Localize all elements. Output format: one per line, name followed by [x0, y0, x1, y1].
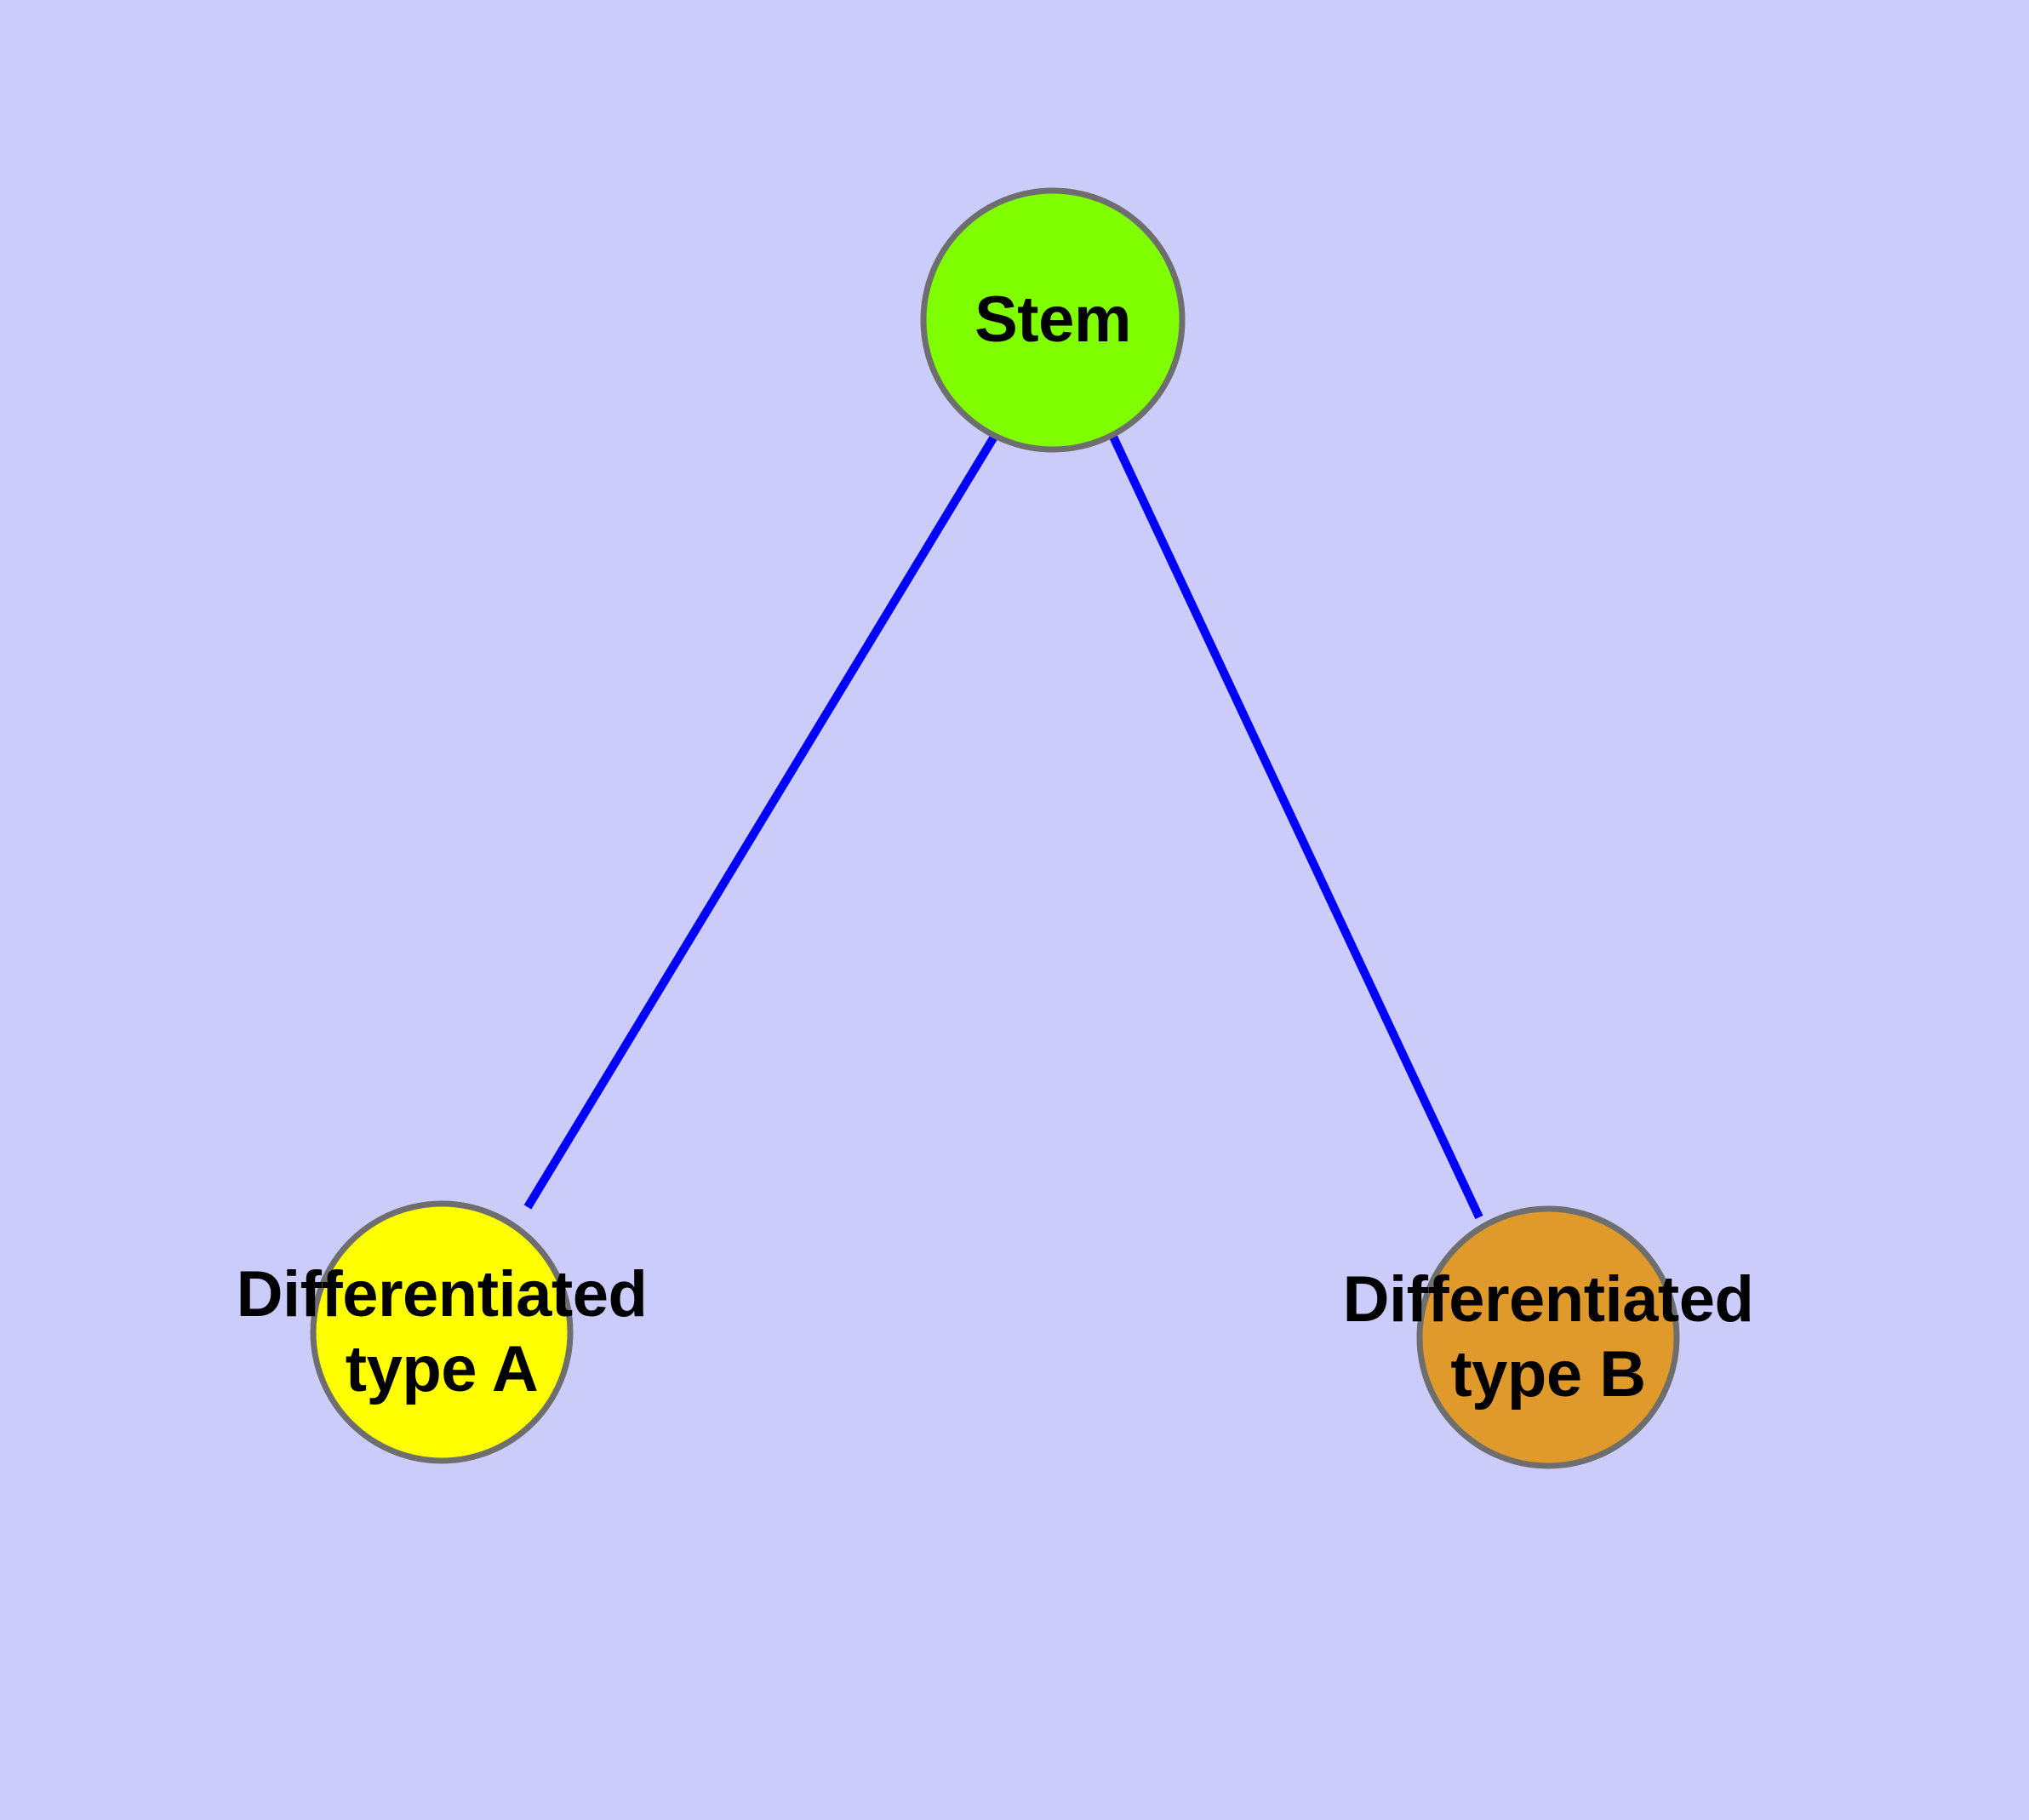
edge-group	[523, 434, 1483, 1220]
node-circle-diff-a[interactable]	[310, 1200, 574, 1464]
node-circle-diff-b[interactable]	[1416, 1205, 1680, 1469]
edge-stem-to-type-b[interactable]	[1109, 434, 1483, 1220]
node-circle-stem[interactable]	[920, 187, 1186, 453]
edge-stem-to-type-a[interactable]	[523, 434, 998, 1210]
node-group	[310, 187, 1680, 1469]
